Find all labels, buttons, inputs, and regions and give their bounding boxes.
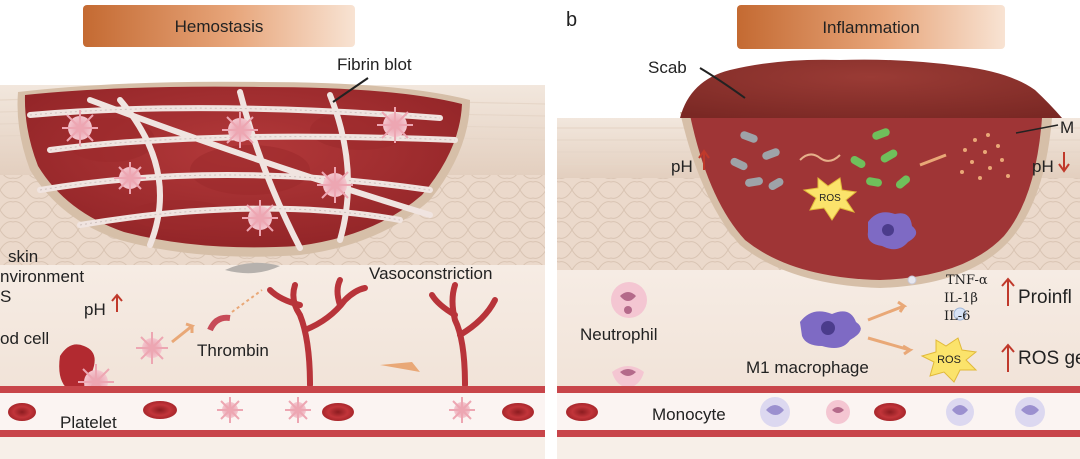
up-arrow-icon [1001,343,1015,372]
up-arrow-icon [111,293,123,312]
hemostasis-header-box [83,5,355,47]
arrow-to-cytokines [867,300,908,322]
platelets-in-vessel-a [217,397,475,423]
clot-platelets [62,107,413,236]
il1-beta-label: IL-1β [944,291,978,306]
m-label: M [1060,118,1074,137]
vessel-wall-bottom-b [557,430,1080,437]
monocyte-label: Monocyte [652,405,726,424]
vessel-wall-top-b [557,386,1080,393]
platelet-label: Platelet [60,413,117,432]
bacteria [730,128,911,191]
neutrophil-label: Neutrophil [580,325,658,344]
fibroblast [225,262,280,274]
scab-pointer [699,67,746,99]
vasoconstriction-label: Vasoconstriction [369,264,492,283]
left-label-line2: nvironment [0,267,84,286]
ros-burst-wound [802,176,858,221]
ros-label-lower: ROS [937,354,961,366]
activated-platelet [136,332,168,364]
transmigrating-neutrophil [612,366,644,388]
hypodermis-b [557,437,1080,459]
debris-particles [960,133,1010,180]
fibrin-pointer [332,77,369,103]
up-arrow-icon [698,149,710,170]
panel-b: ROS TNF-α IL-1β IL-6 Proinfl ROS ROS [557,5,1080,459]
tnf-alpha-label: TNF-α [946,273,988,288]
left-label-line3: S [0,287,11,306]
chemotaxis-arrow [799,153,841,162]
panel-a: Hemostasis Fibrin blot skin nvironment S… [0,5,546,459]
ph-right-label: pH [1032,157,1054,176]
wound-bed-b [690,115,1042,280]
thrombin-label: Thrombin [197,341,269,360]
ph-label-a: pH [84,300,106,319]
arrow-to-ros [867,336,914,356]
down-arrow-icon [1058,152,1070,173]
panel-b-letter: b [566,9,577,31]
scab-label: Scab [648,58,687,77]
hypodermis-a [0,437,545,459]
red-blood-cells-b [566,403,906,421]
m-pointer [1015,124,1059,134]
wound-macrophage-nucleus [882,224,894,236]
arrow-to-debris [919,153,947,167]
thrombin-icon [207,314,231,332]
vessel-wall-top-a [0,386,545,393]
ph-left-label: pH [671,157,693,176]
blood-cell-label: od cell [0,329,49,348]
scab [680,59,1062,118]
vessel-branches-a [267,277,498,388]
m1-macrophage-label: M1 macrophage [746,358,869,377]
m1-macrophage-nucleus [821,321,835,335]
inflammation-header: Inflammation [822,18,919,37]
il6-label: IL-6 [944,309,970,324]
ros-label-wound: ROS [819,193,841,204]
ros-burst-lower [920,337,978,383]
red-blood-cells-a [8,401,534,421]
arrow-thrombin [231,289,263,313]
up-arrow-icon [1001,277,1015,306]
vessel-wall-bottom-a [0,430,545,437]
left-label-line1: skin [8,247,38,266]
arrow-vasoconstriction [380,362,420,372]
blood-vessel-b [557,388,1080,434]
proinflammatory-label: Proinfl [1018,287,1072,308]
fibrin-blot-label: Fibrin blot [337,55,412,74]
cytokine-dot-2 [953,307,967,321]
inflammation-header-box [737,5,1005,49]
ros-generation-label: ROS ge [1018,348,1080,369]
neutrophil-cell [611,282,647,318]
cytokine-dot-1 [907,275,917,285]
hemostasis-header: Hemostasis [175,17,264,36]
monocytes [760,397,1045,427]
arrow-platelet-thrombin [171,322,196,344]
